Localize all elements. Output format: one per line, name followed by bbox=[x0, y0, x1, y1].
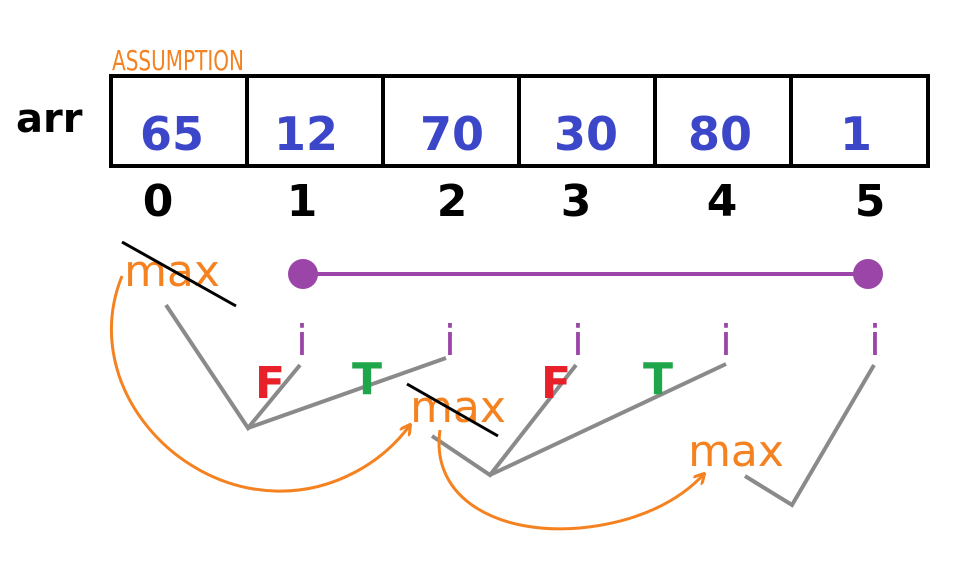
false-label: F bbox=[255, 358, 285, 409]
max-label-final: max bbox=[688, 426, 784, 477]
cell-value: 65 bbox=[140, 107, 204, 161]
i-label: i bbox=[296, 316, 308, 365]
max-label-second: max bbox=[410, 382, 506, 433]
cell-value: 80 bbox=[688, 107, 752, 161]
comparison-lines bbox=[164, 303, 876, 508]
cell-value: 12 bbox=[274, 107, 338, 161]
range-start-dot bbox=[288, 259, 318, 289]
strikethrough-max-second bbox=[406, 382, 499, 438]
index-label: 4 bbox=[707, 176, 738, 227]
true-label: T bbox=[352, 354, 382, 405]
comparison-line bbox=[743, 363, 876, 508]
index-labels: 0 1 2 3 4 5 bbox=[143, 176, 886, 227]
cell-values: 65 12 70 30 80 1 bbox=[140, 107, 872, 161]
array-name-label: arr bbox=[16, 96, 83, 142]
index-label: 1 bbox=[287, 176, 318, 227]
cell-value: 1 bbox=[840, 107, 872, 161]
true-label: T bbox=[643, 354, 673, 405]
index-label: 5 bbox=[855, 176, 886, 227]
comparison-line bbox=[489, 362, 727, 477]
cell-value: 70 bbox=[420, 107, 484, 161]
i-label: i bbox=[572, 316, 584, 365]
result-labels: F T F T bbox=[255, 354, 673, 409]
i-label: i bbox=[444, 316, 456, 365]
range-end-dot bbox=[853, 259, 883, 289]
index-label: 2 bbox=[437, 176, 468, 227]
arrow-max-to-max bbox=[110, 275, 410, 493]
comparison-line bbox=[247, 356, 447, 430]
strikethrough-max-initial bbox=[121, 240, 237, 308]
cell-value: 30 bbox=[554, 107, 618, 161]
i-range bbox=[288, 259, 883, 289]
false-label: F bbox=[541, 358, 571, 409]
i-label: i bbox=[869, 316, 881, 365]
i-label: i bbox=[720, 316, 732, 365]
transfer-arrows bbox=[110, 275, 704, 531]
arrow-max-to-max bbox=[437, 429, 704, 531]
array-box bbox=[109, 74, 930, 168]
i-labels: i i i i i bbox=[296, 316, 881, 365]
index-label: 3 bbox=[561, 176, 592, 227]
assumption-label: ASSUMPTION bbox=[112, 44, 244, 77]
index-label: 0 bbox=[143, 176, 174, 227]
